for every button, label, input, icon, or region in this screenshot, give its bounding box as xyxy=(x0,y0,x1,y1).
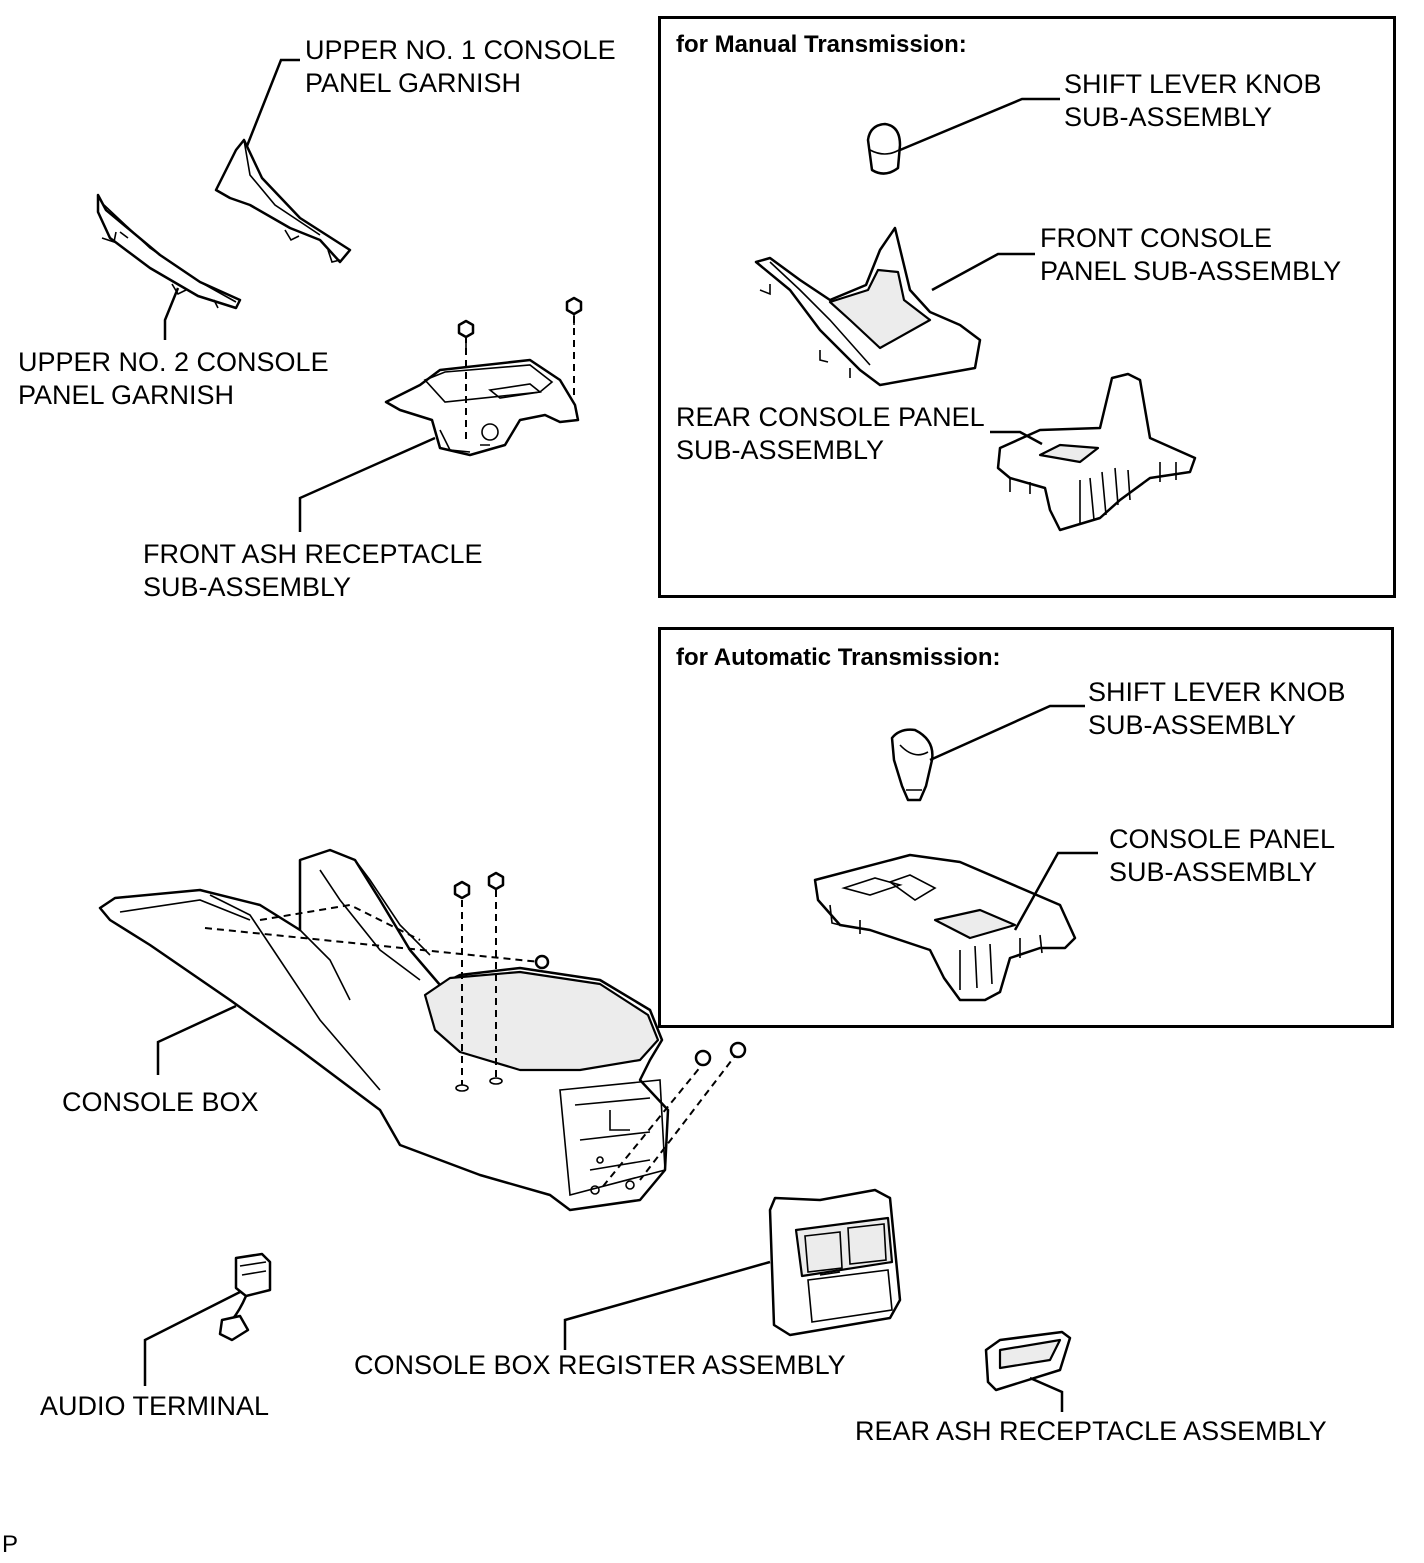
label-front-ash-receptacle: FRONT ASH RECEPTACLE SUB-ASSEMBLY xyxy=(143,539,483,602)
rear-ash-receptacle-part xyxy=(984,1330,1072,1392)
console-box-part xyxy=(98,848,670,1212)
label-mt-shift-knob: SHIFT LEVER KNOB SUB-ASSEMBLY xyxy=(1064,69,1322,132)
automatic-transmission-title: for Automatic Transmission: xyxy=(676,644,1001,671)
label-at-console-panel: CONSOLE PANEL SUB-ASSEMBLY xyxy=(1109,824,1336,887)
manual-transmission-box xyxy=(658,16,1396,598)
front-ash-receptacle-part xyxy=(384,358,580,457)
manual-transmission-title: for Manual Transmission: xyxy=(676,31,967,58)
mt-shift-knob-part xyxy=(866,122,902,175)
label-audio-terminal: AUDIO TERMINAL xyxy=(40,1391,270,1421)
label-mt-front-console-panel: FRONT CONSOLE PANEL SUB-ASSEMBLY xyxy=(1040,223,1342,286)
console-box-bolt-1 xyxy=(453,880,471,900)
console-box-screw-2 xyxy=(694,1049,712,1067)
upper-no2-garnish-part xyxy=(96,193,242,310)
label-upper-no1-garnish: UPPER NO. 1 CONSOLE PANEL GARNISH xyxy=(305,35,616,98)
label-console-box-register: CONSOLE BOX REGISTER ASSEMBLY xyxy=(354,1350,846,1380)
automatic-transmission-box xyxy=(658,627,1394,1028)
console-box-screw-1 xyxy=(534,954,550,970)
footer-code: P xyxy=(2,1531,19,1558)
label-console-box: CONSOLE BOX xyxy=(62,1087,259,1117)
mt-front-console-part xyxy=(754,226,982,387)
front-ash-bolt-1 xyxy=(457,319,475,348)
upper-no1-garnish-part xyxy=(214,138,352,264)
label-at-shift-knob: SHIFT LEVER KNOB SUB-ASSEMBLY xyxy=(1088,677,1346,740)
mt-rear-console-part xyxy=(996,372,1197,532)
console-box-screw-3 xyxy=(729,1041,747,1059)
console-box-bolt-2 xyxy=(487,871,505,891)
label-upper-no2-garnish: UPPER NO. 2 CONSOLE PANEL GARNISH xyxy=(18,347,329,410)
at-console-panel-part xyxy=(813,853,1077,1002)
label-mt-rear-console-panel: REAR CONSOLE PANEL SUB-ASSEMBLY xyxy=(676,402,985,465)
console-box-register-part xyxy=(768,1188,902,1337)
audio-terminal-part xyxy=(218,1252,272,1342)
at-shift-knob-part xyxy=(890,728,934,802)
front-ash-bolt-2 xyxy=(565,296,583,325)
label-rear-ash-receptacle: REAR ASH RECEPTACLE ASSEMBLY xyxy=(855,1416,1327,1446)
